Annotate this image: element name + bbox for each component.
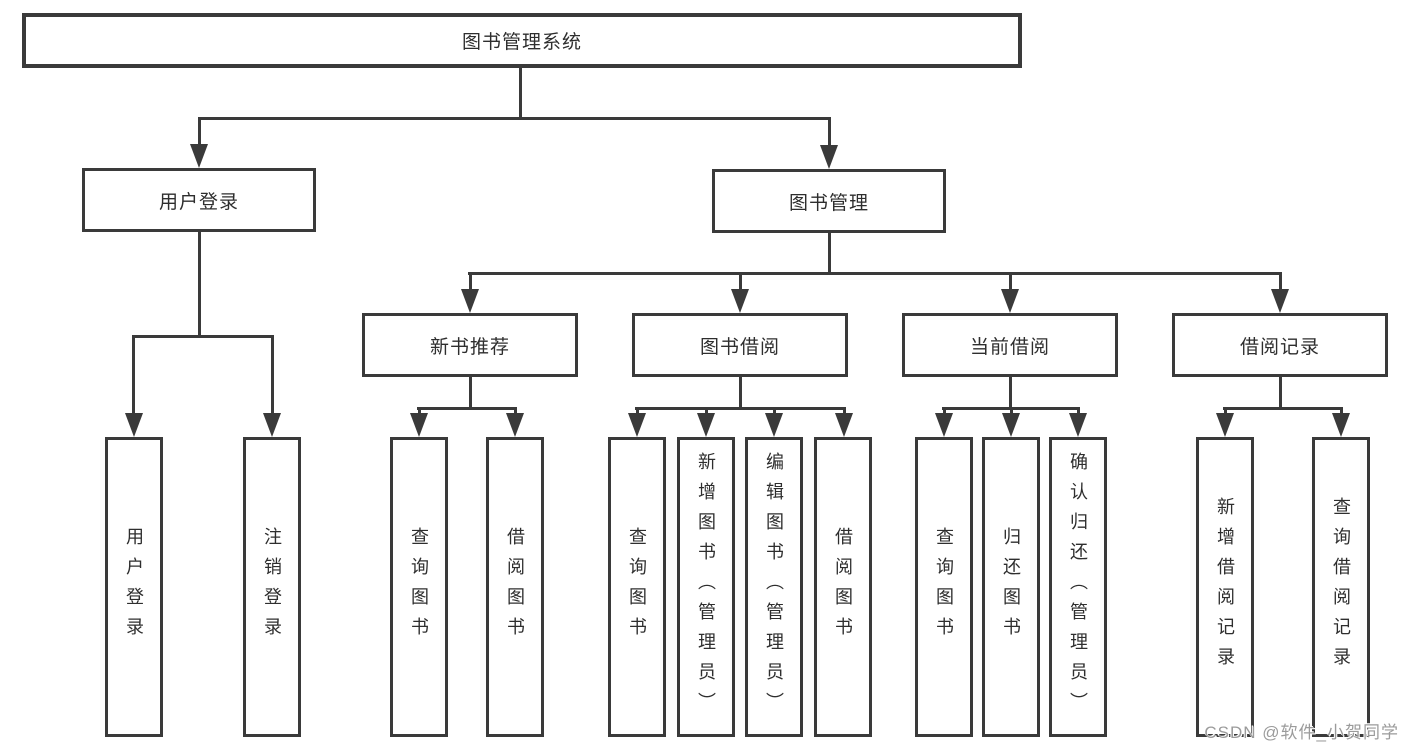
- connector-line: [198, 232, 201, 336]
- arrow-down-icon: [190, 144, 208, 168]
- connector-line: [468, 272, 1282, 275]
- node-edit-books-admin: 编辑图书（管理员）: [745, 437, 803, 737]
- connector-line: [198, 117, 831, 120]
- node-query-books-recommend: 查询图书: [390, 437, 448, 737]
- arrow-down-icon: [731, 289, 749, 313]
- arrow-down-icon: [820, 145, 838, 169]
- connector-line: [469, 272, 472, 292]
- node-library-management-system: 图书管理系统: [22, 13, 1022, 68]
- node-book-management: 图书管理: [712, 169, 946, 233]
- arrow-down-icon: [1002, 413, 1020, 437]
- node-confirm-return-admin: 确认归还（管理员）: [1049, 437, 1107, 737]
- connector-line: [739, 272, 742, 292]
- node-add-borrow-record: 新增借阅记录: [1196, 437, 1254, 737]
- node-user-login: 用户登录: [82, 168, 316, 232]
- connector-line: [1279, 272, 1282, 292]
- arrow-down-icon: [1271, 289, 1289, 313]
- connector-line: [198, 117, 201, 148]
- arrow-down-icon: [1216, 413, 1234, 437]
- connector-line: [828, 233, 831, 273]
- arrow-down-icon: [1332, 413, 1350, 437]
- node-borrow-books-recommend: 借阅图书: [486, 437, 544, 737]
- connector-line: [519, 68, 522, 118]
- connector-line: [1279, 377, 1282, 408]
- connector-line: [132, 335, 273, 338]
- arrow-down-icon: [461, 289, 479, 313]
- arrow-down-icon: [125, 413, 143, 437]
- arrow-down-icon: [506, 413, 524, 437]
- connector-line: [828, 117, 831, 148]
- node-query-books-borrow: 查询图书: [608, 437, 666, 737]
- node-query-books-current: 查询图书: [915, 437, 973, 737]
- connector-line: [1009, 377, 1012, 408]
- arrow-down-icon: [1001, 289, 1019, 313]
- arrow-down-icon: [835, 413, 853, 437]
- arrow-down-icon: [697, 413, 715, 437]
- connector-line: [635, 407, 845, 410]
- connector-line: [132, 335, 135, 416]
- node-borrow-books-action: 借阅图书: [814, 437, 872, 737]
- connector-line: [739, 377, 742, 408]
- connector-line: [271, 335, 274, 416]
- connector-line: [469, 377, 472, 408]
- arrow-down-icon: [1069, 413, 1087, 437]
- arrow-down-icon: [935, 413, 953, 437]
- node-book-borrowing: 图书借阅: [632, 313, 848, 377]
- node-user-login-action: 用户登录: [105, 437, 163, 737]
- connector-line: [1009, 272, 1012, 292]
- node-return-books: 归还图书: [982, 437, 1040, 737]
- node-borrowing-records: 借阅记录: [1172, 313, 1388, 377]
- node-new-book-recommendation: 新书推荐: [362, 313, 578, 377]
- watermark: CSDN @软件_小贺同学: [1204, 723, 1399, 742]
- node-current-borrowing: 当前借阅: [902, 313, 1118, 377]
- arrow-down-icon: [263, 413, 281, 437]
- arrow-down-icon: [628, 413, 646, 437]
- arrow-down-icon: [410, 413, 428, 437]
- node-logout-action: 注销登录: [243, 437, 301, 737]
- node-query-borrow-record: 查询借阅记录: [1312, 437, 1370, 737]
- arrow-down-icon: [765, 413, 783, 437]
- connector-line: [1223, 407, 1343, 410]
- connector-line: [417, 407, 517, 410]
- node-add-books-admin: 新增图书（管理员）: [677, 437, 735, 737]
